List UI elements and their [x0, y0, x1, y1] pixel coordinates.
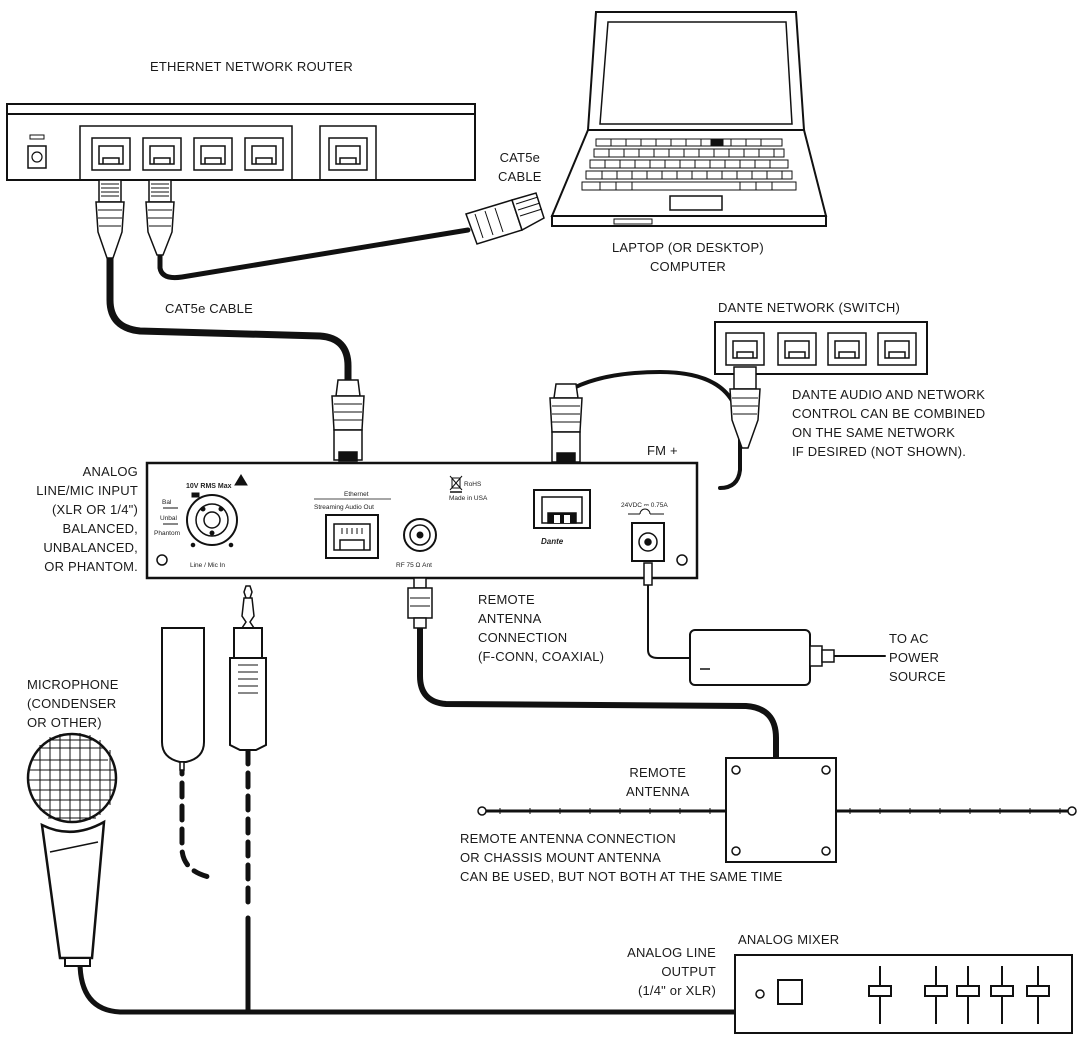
weee-bin-icon [449, 475, 463, 493]
mixer-faders [868, 966, 1050, 1024]
cat5e-line-1: CAT5e [499, 150, 541, 165]
remote-antenna [477, 757, 1077, 863]
ac-power-line-2: POWER [889, 650, 940, 665]
microphone-grille [28, 733, 116, 822]
router-rj45-plugs [95, 179, 175, 259]
cable-mic-to-mixer [77, 959, 738, 1015]
device-dante-plug [549, 383, 583, 463]
cat5e-cable-label-left: CAT5e CABLE [165, 301, 253, 316]
phantom-label: Phantom [154, 530, 180, 537]
bal-label: Bal [162, 499, 172, 506]
router-ports [91, 137, 368, 171]
dante-logo: Dante [541, 537, 564, 546]
streaming-audio-out-label: Streaming Audio Out [314, 504, 374, 511]
analog-output-line-2: OUTPUT [661, 964, 716, 979]
microphone [26, 732, 118, 967]
laptop-label: LAPTOP (OR DESKTOP) COMPUTER [612, 238, 764, 276]
laptop-keyboard [581, 138, 797, 191]
remote-antenna-line-2: ANTENNA [626, 784, 690, 799]
remote-antenna-label: REMOTE ANTENNA [626, 763, 690, 801]
microphone-line-1: MICROPHONE [27, 677, 119, 692]
remote-conn-line-2: ANTENNA [478, 611, 542, 626]
power-cable-device [647, 584, 691, 659]
router-label: ETHERNET NETWORK ROUTER [150, 59, 353, 74]
remote-antenna-connection-label: REMOTE ANTENNA CONNECTION (F-CONN, COAXI… [478, 590, 604, 666]
analog-input-line-4: BALANCED, [62, 521, 138, 536]
rms-max-label: 10V RMS Max [186, 483, 232, 490]
analog-line-output-label: ANALOG LINE OUTPUT (1/4" or XLR) [590, 943, 716, 1000]
laptop [550, 11, 828, 227]
analog-input-label: ANALOG LINE/MIC INPUT (XLR OR 1/4") BALA… [10, 462, 138, 576]
dante-note-line-3: ON THE SAME NETWORK [792, 425, 956, 440]
dante-note-label: DANTE AUDIO AND NETWORK CONTROL CAN BE C… [792, 385, 985, 461]
coax-cable-remote-antenna [417, 622, 779, 761]
antenna-note-line-1: REMOTE ANTENNA CONNECTION [460, 831, 676, 846]
power-plug [643, 562, 653, 586]
analog-output-line-3: (1/4" or XLR) [637, 983, 716, 998]
cables [77, 227, 886, 1015]
analog-input-line-3: (XLR OR 1/4") [52, 502, 138, 517]
antenna-note-label: REMOTE ANTENNA CONNECTION OR CHASSIS MOU… [460, 829, 783, 886]
cat5e-cable-label-top: CAT5e CABLE [498, 148, 542, 186]
made-in-usa-label: Made in USA [449, 495, 488, 502]
f-connector-plug [407, 577, 433, 629]
dante-note-line-4: IF DESIRED (NOT SHOWN). [792, 444, 967, 459]
remote-conn-line-1: REMOTE [478, 592, 535, 607]
dante-switch [714, 321, 928, 375]
cat5e-cable-router-to-laptop [157, 227, 471, 281]
laptop-line-1: LAPTOP (OR DESKTOP) [612, 240, 764, 255]
power-jack [628, 508, 665, 562]
analog-mixer-label: ANALOG MIXER [738, 932, 840, 947]
antenna-note-line-2: OR CHASSIS MOUNT ANTENNA [460, 850, 662, 865]
remote-conn-line-4: (F-CONN, COAXIAL) [478, 649, 605, 664]
power-supply-brick [689, 629, 835, 686]
ethernet-router [6, 103, 476, 259]
xlr-female-plug [161, 627, 205, 771]
switch-rj45-plug [729, 366, 761, 449]
rf-antenna-jack [403, 518, 437, 552]
ethernet-label: Ethernet [344, 491, 369, 498]
unbal-label: Unbal [160, 515, 178, 522]
analog-input-line-6: OR PHANTOM. [44, 559, 138, 574]
dashed-xlr-cable [179, 757, 217, 881]
ac-power-line-1: TO AC [889, 631, 929, 646]
cat5e-cable-dante-switch [564, 370, 742, 490]
dante-ethernet-port [533, 489, 591, 529]
xlr-combo-jack [163, 474, 248, 548]
fm-plus-device: 10V RMS Max Bal Unbal Phantom Line / Mic… [145, 461, 699, 580]
analog-input-line-5: UNBALANCED, [43, 540, 138, 555]
dante-note-line-1: DANTE AUDIO AND NETWORK [792, 387, 986, 402]
analog-mixer [734, 954, 1073, 1034]
microphone-label: MICROPHONE (CONDENSER OR OTHER) [27, 675, 119, 732]
ac-power-label: TO AC POWER SOURCE [889, 629, 946, 686]
ac-power-line-3: SOURCE [889, 669, 946, 684]
rf-ant-label: RF 75 Ω Ant [396, 562, 432, 569]
trs-plug-lower [229, 597, 267, 751]
microphone-line-3: OR OTHER) [27, 715, 102, 730]
streaming-ethernet-port [325, 514, 379, 559]
microphone-line-2: (CONDENSER [27, 696, 117, 711]
dante-switch-label: DANTE NETWORK (SWITCH) [718, 300, 901, 315]
cat5e-line-2: CABLE [498, 169, 542, 184]
cat5e-cable-router-to-device [106, 254, 352, 384]
laptop-line-2: COMPUTER [649, 259, 726, 274]
laptop-rj45-plug [465, 192, 545, 245]
power-rating-label: 24VDC ⎓ 0.75A [621, 502, 668, 509]
dante-note-line-2: CONTROL CAN BE COMBINED [792, 406, 986, 421]
analog-input-line-2: LINE/MIC INPUT [36, 483, 138, 498]
line-mic-in-label: Line / Mic In [190, 562, 225, 569]
analog-output-line-1: ANALOG LINE [627, 945, 716, 960]
device-ethernet-plug [331, 379, 365, 462]
antenna-note-line-3: CAN BE USED, BUT NOT BOTH AT THE SAME TI… [460, 869, 783, 884]
rohs-label: RoHS [464, 481, 482, 488]
remote-antenna-line-1: REMOTE [629, 765, 687, 780]
remote-conn-line-3: CONNECTION [478, 630, 568, 645]
fm-plus-model-label: FM + [647, 443, 678, 458]
analog-input-line-1: ANALOG [82, 464, 138, 479]
